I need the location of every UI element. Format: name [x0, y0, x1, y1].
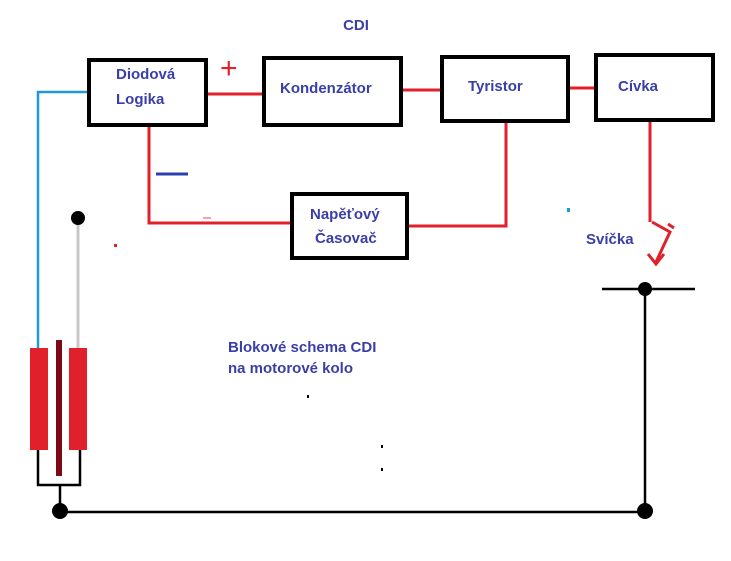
junction-dots [52, 211, 653, 519]
wire-logic-to-timer [147, 125, 292, 225]
block-voltage-timer: Napěťový Časovač [290, 192, 409, 260]
spark-plug-dot [638, 282, 652, 296]
block-diode-logic: Diodová Logika [87, 58, 208, 127]
caption-line-1: Blokové schema CDI [228, 339, 376, 356]
plus-sign: + [220, 52, 238, 85]
red-wires [147, 86, 652, 228]
ground-circuit [36, 287, 695, 514]
probe-top-dot [71, 211, 85, 225]
capacitor-label: Kondenzátor [280, 80, 372, 97]
blue-wire [36, 90, 90, 350]
block-capacitor: Kondenzátor [262, 56, 403, 127]
coil-core [56, 340, 62, 476]
coil-right-bar [69, 348, 87, 450]
generator-coil [30, 340, 87, 476]
timer-label-2: Časovač [315, 229, 377, 247]
coil-label: Cívka [618, 78, 659, 95]
block-coil: Cívka [594, 53, 715, 122]
ground-right-dot [637, 503, 653, 519]
spark-bolt [646, 220, 675, 267]
stray-specks [114, 208, 570, 471]
ground-left-dot [52, 503, 68, 519]
block-thyristor: Tyristor [440, 55, 570, 123]
spark-plug-label: Svíčka [586, 231, 634, 248]
diode-logic-label-2: Logika [116, 91, 165, 108]
diode-logic-label-1: Diodová [116, 66, 176, 83]
thyristor-label: Tyristor [468, 78, 523, 95]
diagram-title: CDI [343, 17, 369, 34]
caption-line-2: na motorové kolo [228, 360, 353, 377]
coil-left-bar [30, 348, 48, 450]
timer-label-1: Napěťový [310, 206, 380, 223]
wire-timer-to-thyristor [407, 121, 508, 228]
